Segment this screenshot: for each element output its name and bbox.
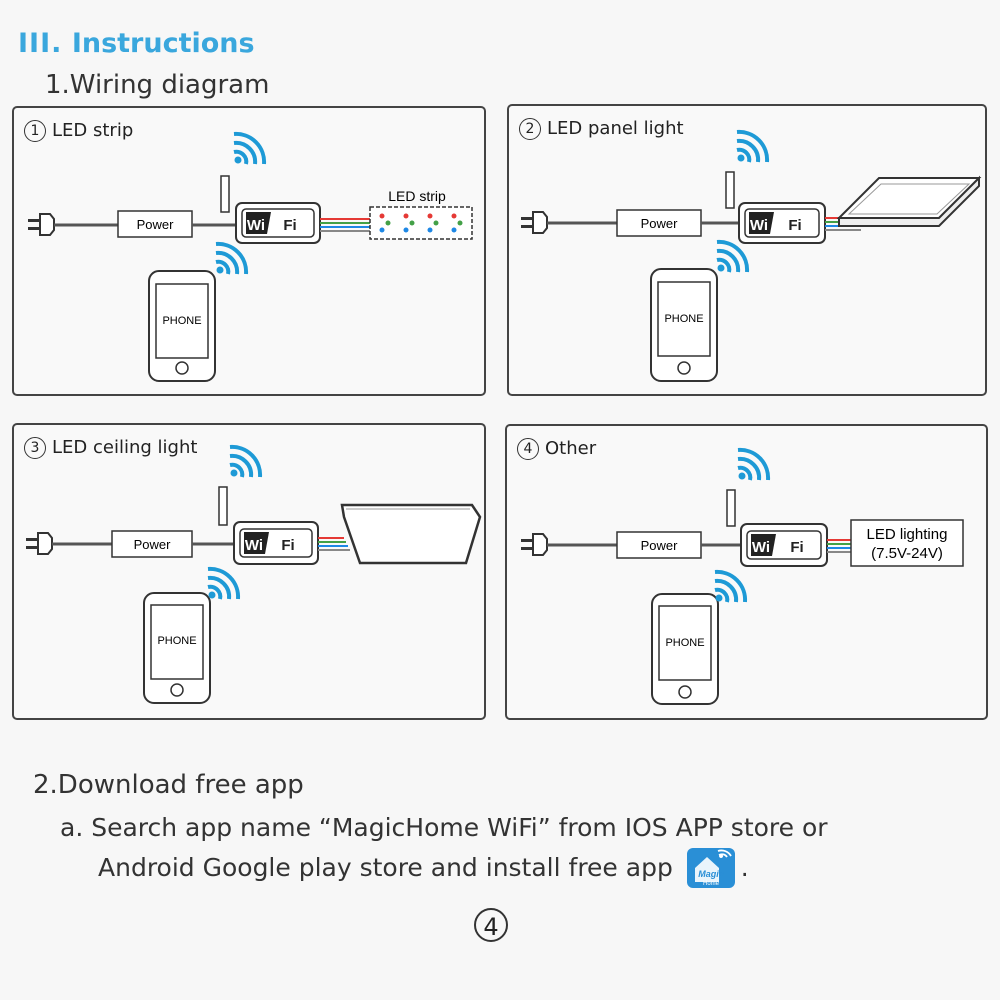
device-label: LED lighting: [867, 526, 948, 543]
led-strip: [369, 206, 473, 240]
instruction-line-b-text: Android Google play store and install fr…: [98, 853, 673, 882]
antenna-icon: [220, 175, 230, 213]
wifi-label-fi: Fi: [283, 217, 296, 234]
app-icon-text-magic: Magic: [698, 869, 724, 879]
wifi-label-fi: Fi: [790, 539, 803, 556]
wifi-label-wi: Wi: [245, 537, 263, 554]
wifi-label-wi: Wi: [750, 217, 768, 234]
app-icon-text-home: Home: [703, 881, 720, 887]
panel-led-ceiling-light: 3 LED ceiling light Power Wi Fi: [12, 423, 486, 720]
device-label: LED strip: [388, 188, 446, 204]
phone-wifi-signal-icon: [714, 569, 748, 603]
panel-title-text: LED strip: [52, 120, 134, 141]
panel-number: 4: [517, 438, 539, 460]
phone-label: PHONE: [664, 313, 703, 325]
instruction-line-b: Android Google play store and install fr…: [98, 848, 749, 888]
page-number: 4: [474, 908, 508, 942]
power-label: Power: [641, 216, 679, 231]
magic-home-app-icon: Magic Home: [686, 848, 735, 888]
wifi-signal-icon: [233, 131, 267, 165]
wifi-label-fi: Fi: [281, 537, 294, 554]
wiring-diagram: Power Wi Fi LED lighting (7.5V-24V) PHON…: [521, 447, 964, 705]
phone-wifi-signal-icon: [716, 239, 750, 273]
plug-icon: [26, 532, 53, 555]
phone-icon: [651, 593, 719, 705]
phone-wifi-signal-icon: [207, 566, 241, 600]
plug-icon: [28, 213, 55, 236]
wiring-diagram: Power Wi Fi PHONE: [521, 129, 982, 382]
panel-other: 4 Other Power Wi Fi LED lighting (7.5V-24…: [505, 424, 988, 720]
phone-icon: [143, 592, 211, 704]
phone-label: PHONE: [157, 635, 196, 647]
wifi-label-wi: Wi: [247, 217, 265, 234]
wiring-diagram-subtitle: 1.Wiring diagram: [45, 70, 270, 100]
instruction-period: .: [740, 853, 749, 882]
panel-title: 1 LED strip: [24, 120, 133, 142]
phone-label: PHONE: [162, 315, 201, 327]
phone-icon: [650, 268, 718, 382]
panel-title: 2 LED panel light: [519, 118, 684, 140]
panel-title: 4 Other: [517, 438, 596, 460]
power-label: Power: [641, 538, 679, 553]
antenna-icon: [726, 489, 736, 527]
panel-title-text: LED ceiling light: [52, 437, 198, 458]
phone-wifi-signal-icon: [215, 241, 249, 275]
wifi-label-fi: Fi: [788, 217, 801, 234]
panel-title-text: Other: [545, 438, 597, 459]
panel-title: 3 LED ceiling light: [24, 437, 197, 459]
power-label: Power: [137, 217, 175, 232]
antenna-icon: [725, 171, 735, 209]
ceiling-light-device: [340, 503, 482, 565]
plug-icon: [521, 211, 548, 234]
power-box: [616, 209, 702, 237]
led-lighting-box: [850, 519, 964, 567]
plug-icon: [521, 533, 548, 556]
antenna-icon: [218, 486, 228, 526]
section-title: Instructions: [71, 28, 255, 59]
section-roman-numeral: III.: [18, 28, 63, 59]
download-section-title: 2.Download free app: [33, 770, 304, 800]
power-label: Power: [134, 537, 172, 552]
phone-icon: [148, 270, 216, 382]
wiring-diagram: Power Wi Fi PHONE: [26, 444, 482, 704]
led-dots: [379, 213, 463, 233]
panel-led-panel-light: 2 LED panel light Power Wi Fi: [507, 104, 987, 396]
section-heading: III. Instructions: [18, 28, 255, 59]
panel-light-device: [836, 175, 982, 227]
power-box: [117, 210, 193, 238]
wifi-signal-icon: [737, 447, 771, 481]
device-voltage-label: (7.5V-24V): [871, 545, 943, 562]
phone-label: PHONE: [665, 637, 704, 649]
panel-number: 3: [24, 437, 46, 459]
panel-number: 1: [24, 120, 46, 142]
wifi-signal-icon: [229, 444, 263, 478]
wifi-signal-icon: [736, 129, 770, 163]
wiring-diagram: Power Wi Fi LED strip: [28, 131, 473, 382]
panel-number: 2: [519, 118, 541, 140]
panel-title-text: LED panel light: [547, 118, 684, 139]
instruction-line-a: a. Search app name “MagicHome WiFi” from…: [60, 813, 828, 842]
power-box: [111, 530, 193, 558]
wifi-label-wi: Wi: [752, 539, 770, 556]
